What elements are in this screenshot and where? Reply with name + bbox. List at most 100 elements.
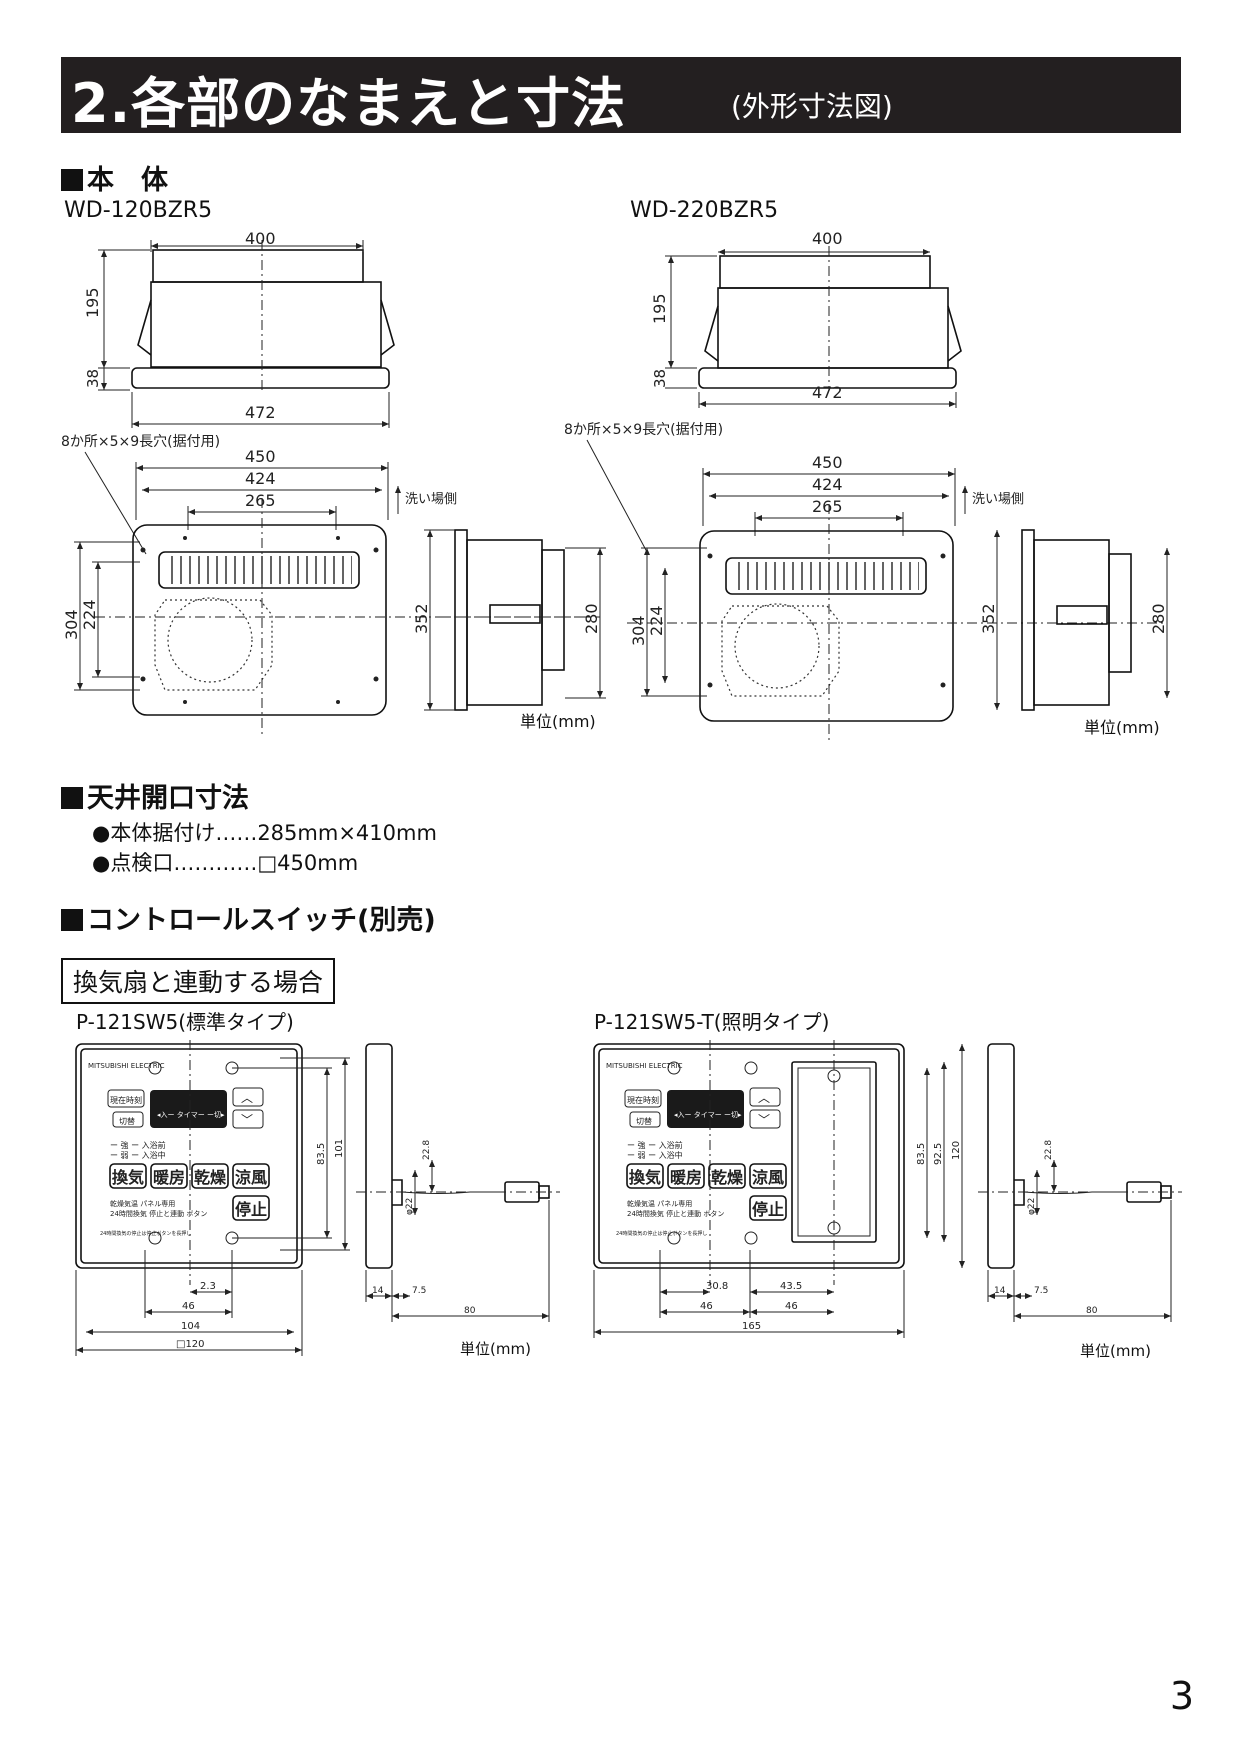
wash-side-label-r: 洗い場側: [972, 492, 1024, 507]
ceiling-item-inspection: ●点検口…………□450mm: [92, 851, 359, 875]
btn-clock-left: 現在時刻: [110, 1095, 142, 1105]
sw-dim-92-5: 92.5: [933, 1143, 944, 1165]
plan-grille: [166, 556, 352, 584]
plan-grille-frame: [158, 551, 360, 589]
sw-dim-101: 101: [334, 1139, 345, 1158]
dim-224-r: 224: [647, 605, 666, 636]
unit-label-4: 単位(mm): [1080, 1342, 1151, 1360]
dim-195: 195: [83, 287, 102, 318]
btn-down-right: ﹀: [758, 1113, 770, 1127]
legend-bot-left: ー 弱 ー 入浴中: [110, 1150, 166, 1160]
btn-down-left: ﹀: [241, 1113, 253, 1127]
btn-switch-left: 切替: [119, 1116, 135, 1126]
sw-dim-46-r1: 46: [700, 1301, 713, 1312]
model-left: WD-120BZR5: [64, 198, 213, 223]
dim-400-r: 400: [812, 229, 843, 248]
btn-heat-left: 暖房: [153, 1168, 185, 1187]
dim-265: 265: [245, 491, 276, 510]
sw-dim-120sq: □120: [176, 1339, 205, 1350]
btn-cool-left: 涼風: [235, 1168, 267, 1187]
sw-dim-43-5: 43.5: [780, 1281, 802, 1292]
sw-dim-46-left: 46: [182, 1301, 195, 1312]
dim-280: 280: [582, 603, 601, 634]
sw-dim-120: 120: [951, 1141, 962, 1160]
switch-box-label: 換気扇と連動する場合: [61, 958, 336, 1004]
unit-label-1: 単位(mm): [520, 712, 596, 731]
btn-switch-right: 切替: [636, 1116, 652, 1126]
dim-38-r: 38: [651, 369, 669, 388]
switch-left-side: φ22 22.8 14 7.5 80: [356, 1043, 560, 1322]
dim-424-r: 424: [812, 475, 843, 494]
body-top-box: [152, 249, 364, 283]
switch-model-left: P-121SW5(標準タイプ): [76, 1010, 294, 1034]
legend-top-right: ー 強 ー 入浴前: [627, 1140, 683, 1150]
dim-424: 424: [245, 469, 276, 488]
unit-label-2: 単位(mm): [1084, 718, 1160, 737]
sw-dim-22-left: φ22: [405, 1198, 415, 1215]
btn-dry-right: 乾燥: [711, 1168, 744, 1187]
dim-352-r: 352: [979, 603, 998, 634]
sw-dim-2-3: 2.3: [200, 1281, 216, 1292]
legend-top-left: ー 強 ー 入浴前: [110, 1140, 166, 1150]
dim-472: 472: [245, 403, 276, 422]
section-body-heading: 本 体: [61, 158, 168, 197]
body-drawing-right: 400 195 38 472 8か所×5×9長穴(据付用) 450 424 26…: [564, 229, 1170, 741]
btn-stop-left: 停止: [235, 1200, 267, 1219]
small2-left: 24時間換気 停止と連動 ボタン: [110, 1209, 207, 1218]
switch-model-right: P-121SW5-T(照明タイプ): [594, 1010, 830, 1034]
sw-dim-14-right: 14: [994, 1286, 1006, 1296]
sw-dim-7-5-right: 7.5: [1034, 1286, 1048, 1296]
dim-265-r: 265: [812, 497, 843, 516]
page-number: 3: [1169, 1674, 1194, 1718]
switch-left-drawing: MITSUBISHI ELECTRIC ◂入ー タイマー ー切▸ 現在時刻 切替…: [75, 1040, 350, 1356]
sw-dim-22-8-left: 22.8: [422, 1140, 432, 1160]
btn-dry-left: 乾燥: [194, 1168, 227, 1187]
section-switch-heading: コントロールスイッチ(別売): [61, 898, 436, 937]
dim-304-r: 304: [629, 615, 648, 646]
btn-vent-left: 換気: [112, 1168, 144, 1187]
section-ceiling-heading: 天井開口寸法: [61, 776, 249, 815]
slot-note-r: 8か所×5×9長穴(据付用): [564, 422, 723, 438]
page-title: 2.各部のなまえと寸法: [71, 72, 627, 135]
sw-dim-83-5-right: 83.5: [916, 1143, 927, 1165]
footer-left: 24時間換気の停止は停止ボタンを長押し: [100, 1230, 191, 1237]
sw-dim-7-5-left: 7.5: [412, 1286, 426, 1296]
body-drawing-left: 400 195 38 472 8か所×5×9長穴(据付用) 450 424 26…: [61, 229, 606, 735]
sw-dim-30-8: 30.8: [706, 1281, 728, 1292]
dim-224: 224: [80, 599, 99, 630]
side-flange: [454, 529, 468, 711]
sw-dim-104: 104: [181, 1321, 200, 1332]
small1-left: 乾燥気温 パネル専用: [110, 1199, 175, 1208]
timer-bar-right: ◂入ー タイマー ー切▸: [674, 1110, 742, 1119]
btn-up-right: ︿: [758, 1091, 770, 1105]
btn-heat-right: 暖房: [670, 1168, 702, 1187]
wash-side-label: 洗い場側: [405, 492, 457, 507]
timer-bar-left: ◂入ー タイマー ー切▸: [157, 1110, 225, 1119]
sw-dim-22-right: φ22: [1027, 1198, 1037, 1215]
small1-right: 乾燥気温 パネル専用: [627, 1199, 692, 1208]
small2-right: 24時間換気 停止と連動 ボタン: [627, 1209, 724, 1218]
sw-dim-14-left: 14: [372, 1286, 384, 1296]
dim-450: 450: [245, 447, 276, 466]
dim-400: 400: [245, 229, 276, 248]
sw-dim-83-5-left: 83.5: [316, 1143, 327, 1165]
switch-right-drawing: MITSUBISHI ELECTRIC ◂入ー タイマー ー切▸ 現在時刻 切替…: [593, 1040, 965, 1338]
sw-dim-80-left: 80: [464, 1306, 476, 1316]
switch-left-plate: [75, 1043, 303, 1269]
plan-panel: [132, 524, 387, 716]
dim-195-r: 195: [650, 293, 669, 324]
sw-dim-165: 165: [742, 1321, 761, 1332]
page-subtitle: (外形寸法図): [731, 90, 893, 123]
dim-304: 304: [62, 609, 81, 640]
btn-cool-right: 涼風: [752, 1168, 784, 1187]
btn-vent-right: 換気: [629, 1168, 661, 1187]
btn-up-left: ︿: [241, 1091, 253, 1105]
switch-right-side: φ22 22.8 14 7.5 80: [978, 1043, 1182, 1322]
dim-38: 38: [84, 369, 102, 388]
footer-right: 24時間換気の停止は停止ボタンを長押し: [616, 1230, 707, 1237]
sw-dim-46-r2: 46: [785, 1301, 798, 1312]
brand-right: MITSUBISHI ELECTRIC: [606, 1062, 683, 1070]
dim-280-r: 280: [1149, 603, 1168, 634]
dim-450-r: 450: [812, 453, 843, 472]
